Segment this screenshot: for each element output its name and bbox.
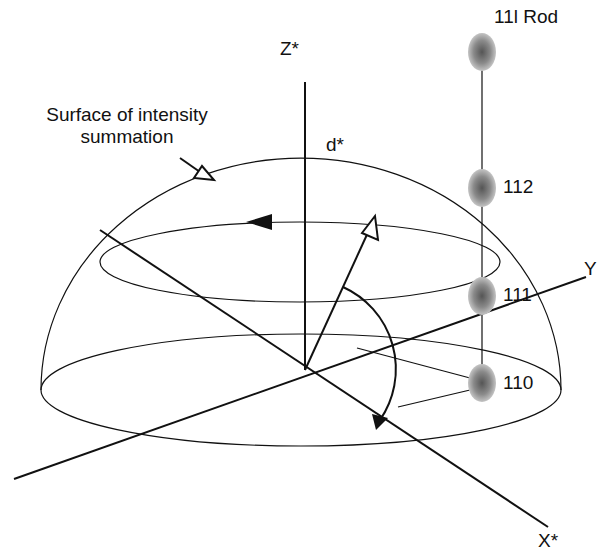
reflection-spot [468, 169, 496, 207]
axis-label: Z* [280, 38, 299, 60]
x-axis [100, 230, 548, 527]
y-axis [14, 277, 586, 479]
leader-line [180, 158, 200, 172]
base-circle [41, 334, 561, 446]
angle-arrowhead [372, 414, 388, 430]
reflection-spot [468, 33, 496, 71]
z-axis [304, 82, 306, 370]
rotation-arrowhead [246, 214, 272, 230]
d-star-arrowhead [362, 216, 378, 240]
projection-line [398, 390, 470, 407]
projection-line [357, 348, 470, 378]
reflection-spot [468, 364, 496, 402]
callout-number: 112 [503, 176, 533, 198]
leader-arrowhead [194, 166, 214, 180]
hemisphere-dome [41, 158, 561, 390]
angle-arc [343, 287, 396, 420]
callout-number: 111 [503, 284, 532, 306]
surface-label: Surface of intensity summation [38, 104, 216, 148]
axis-label: Y [584, 258, 597, 280]
rod-line [481, 60, 482, 380]
vector-label: d* [326, 134, 344, 156]
reflection-spot [468, 277, 496, 315]
callout-number: 110 [503, 372, 533, 394]
axis-label: X* [538, 530, 558, 552]
summation-circle [100, 222, 500, 302]
rod-label: 11l Rod [494, 6, 558, 28]
